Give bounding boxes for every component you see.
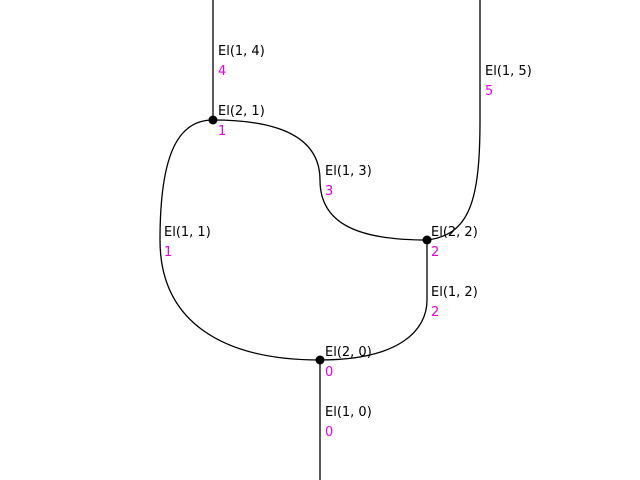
edge-1-5-name: El(1, 5) [485,64,532,79]
node-2-0 [315,355,325,365]
edge-1-1-name: El(1, 1) [164,225,211,240]
edge-1-3-name: El(1, 3) [325,164,372,179]
edge-1-0-index: 0 [325,425,333,440]
node-2-2 [422,235,432,245]
edge-1-1-index: 1 [164,245,172,260]
edge-1-0-name: El(1, 0) [325,405,372,420]
edge-1-2-name: El(1, 2) [431,285,478,300]
node-2-0-index: 0 [325,365,333,380]
edge-1-3 [212,119,428,241]
edge-1-1 [159,119,321,361]
edge-1-5 [426,0,481,241]
node-2-0-name: El(2, 0) [325,345,372,360]
node-2-2-name: El(2, 2) [431,225,478,240]
node-2-1 [208,115,218,125]
edge-1-2 [319,240,428,361]
edge-1-2-index: 2 [431,305,439,320]
edge-1-3-index: 3 [325,184,333,199]
node-2-1-name: El(2, 1) [218,104,265,119]
node-2-1-index: 1 [218,124,226,139]
edge-1-5-index: 5 [485,84,493,99]
edge-1-4-name: El(1, 4) [218,44,265,59]
node-2-2-index: 2 [431,245,439,260]
edge-1-4-index: 4 [218,64,226,79]
